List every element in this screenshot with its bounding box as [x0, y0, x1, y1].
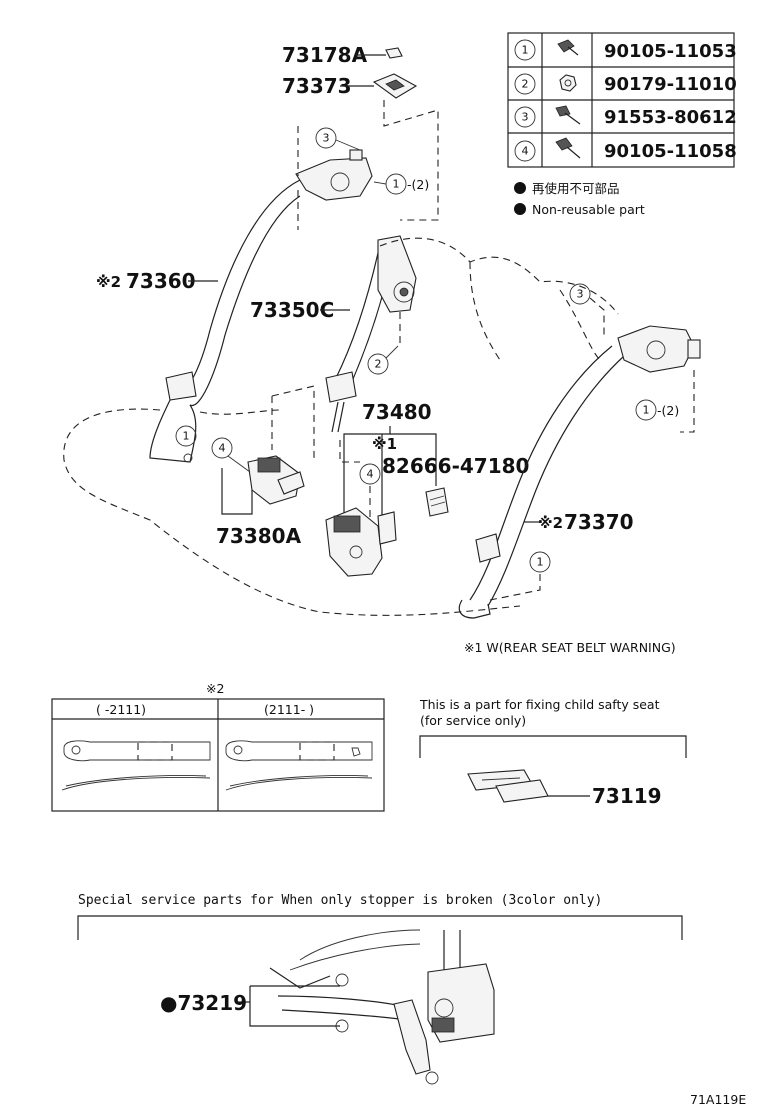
label-82666: 82666-47180 — [382, 454, 529, 478]
callout-1c-suffix: -(2) — [657, 403, 679, 418]
bolt-icon — [557, 39, 579, 56]
label-73360: 73360 — [126, 269, 196, 293]
table-row-3-num: 3 — [522, 111, 529, 124]
legend-jp: 再使用不可部品 — [532, 181, 620, 196]
legend-en: Non-reusable part — [532, 202, 645, 217]
callout-1b: 1 — [183, 430, 190, 443]
variant-col-1: ( -2111) — [96, 702, 146, 717]
callout-1a-suffix: -(2) — [407, 177, 429, 192]
label-73380A: 73380A — [216, 524, 302, 548]
retractor-right — [617, 325, 701, 373]
belt-end-new — [225, 740, 373, 791]
mark-73370: ※2 — [538, 514, 563, 532]
label-73178A: 73178A — [282, 43, 368, 67]
table-row-4-part: 90105-11058 — [604, 141, 737, 162]
label-73373: 73373 — [282, 74, 352, 98]
retractor-top-left — [295, 149, 373, 201]
stopper-icon — [335, 973, 349, 987]
callout-3b: 3 — [577, 288, 584, 301]
cover-73119 — [467, 769, 549, 803]
callout-1c: 1 — [643, 404, 650, 417]
retractor-center — [377, 235, 417, 313]
fastener-table: 1 90105-11053 2 90179-11010 3 91553-8061 — [507, 32, 737, 168]
table-row-4: 4 90105-11058 — [514, 137, 737, 162]
table-row-1: 1 90105-11053 — [514, 39, 737, 62]
table-row-3-part: 91553-80612 — [604, 107, 737, 128]
table-row-2-num: 2 — [522, 78, 529, 91]
non-reusable-dot-icon — [514, 203, 526, 215]
label-73370: 73370 — [564, 510, 634, 534]
label-73219: ●73219 — [160, 991, 247, 1015]
anchor-cover-73373 — [372, 73, 418, 99]
table-row-2: 2 90179-11010 — [514, 73, 737, 95]
legend: 再使用不可部品 Non-reusable part — [514, 181, 645, 217]
table-row-3: 3 91553-80612 — [514, 105, 737, 128]
label-73119: 73119 — [592, 784, 662, 808]
diagram-code: 71A119E — [690, 1092, 746, 1107]
stopper-assembly — [269, 929, 495, 1085]
screw-icon — [555, 105, 581, 125]
child-seat-note-2: (for service only) — [420, 713, 526, 728]
child-seat-note-1: This is a part for fixing child safty se… — [419, 697, 660, 712]
mark-73360: ※2 — [96, 273, 121, 291]
callout-4a: 4 — [219, 442, 226, 455]
table-row-1-part: 90105-11053 — [604, 41, 737, 62]
callout-1a: 1 — [393, 178, 400, 191]
table-row-2-part: 90179-11010 — [604, 74, 737, 95]
buckle-73480 — [325, 507, 397, 577]
note-1: ※1 W(REAR SEAT BELT WARNING) — [464, 640, 676, 655]
cover-73178A — [385, 47, 403, 59]
note-2-mark: ※2 — [206, 681, 224, 696]
belt-73360 — [149, 179, 301, 463]
variant-col-2: (2111- ) — [264, 702, 314, 717]
label-73480: 73480 — [362, 400, 432, 424]
non-reusable-dot-icon — [514, 182, 526, 194]
callout-1d: 1 — [537, 556, 544, 569]
table-row-1-num: 1 — [522, 44, 529, 57]
table-row-4-num: 4 — [522, 145, 529, 158]
special-service-note: Special service parts for When only stop… — [78, 893, 602, 908]
nut-icon — [559, 74, 577, 92]
callout-3a: 3 — [323, 132, 330, 145]
mark-82666: ※1 — [372, 435, 397, 453]
variant-table: ( -2111) (2111- ) — [51, 698, 385, 812]
bolt-icon — [555, 137, 581, 159]
warning-switch-82666 — [425, 487, 449, 517]
belt-73350C — [325, 243, 395, 433]
belt-73370 — [458, 345, 625, 619]
callout-4b: 4 — [367, 468, 374, 481]
callout-2: 2 — [375, 358, 382, 371]
belt-end-old — [61, 740, 211, 791]
buckle-73380A — [247, 455, 305, 505]
seat-outline — [63, 408, 521, 616]
